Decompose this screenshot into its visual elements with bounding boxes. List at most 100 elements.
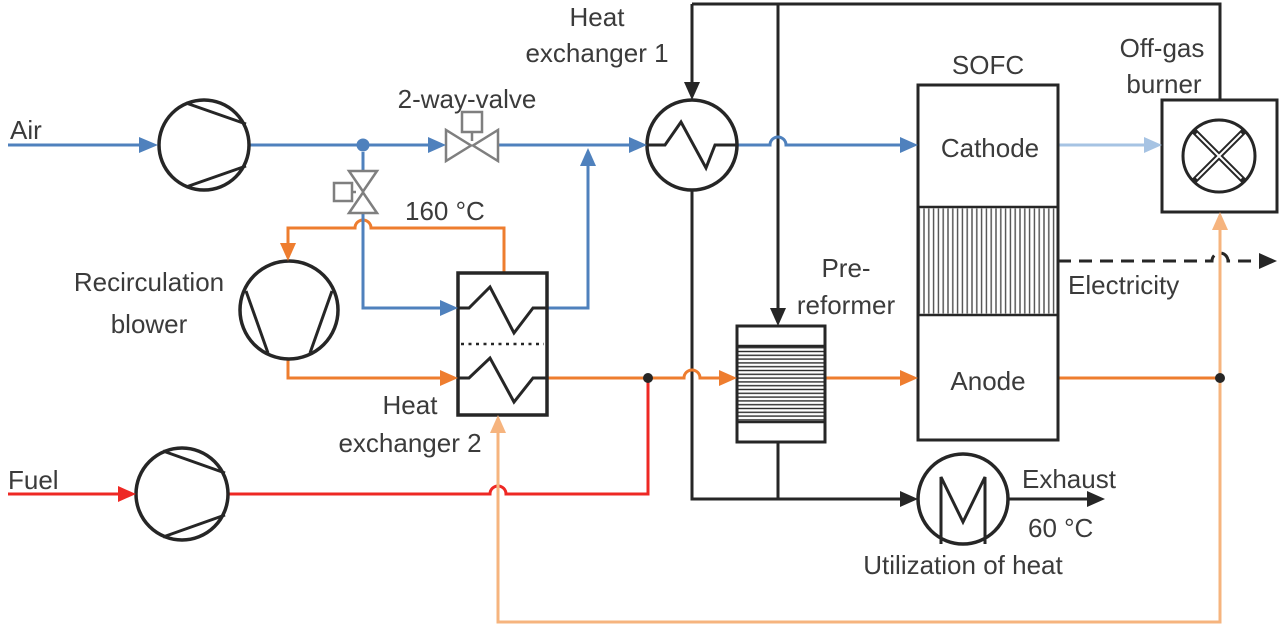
label-prereformer-line2: reformer xyxy=(797,290,896,320)
recirculation-blower-body xyxy=(238,259,340,361)
label-electricity: Electricity xyxy=(1068,270,1179,300)
label-offgas-line2: burner xyxy=(1126,69,1201,99)
label-recirc-line2: blower xyxy=(111,309,188,339)
arrow-into-burner-left xyxy=(1144,137,1162,153)
burner-cross-inner xyxy=(1195,132,1243,180)
fuel-blower xyxy=(134,446,230,542)
arrow-into-anode xyxy=(900,370,918,386)
offgas-burner xyxy=(1160,98,1279,214)
heat-exchanger-2 xyxy=(456,271,549,417)
heat-utilization-unit xyxy=(916,452,1010,546)
label-recirc-line1: Recirculation xyxy=(74,267,224,297)
arrow-exhaust-out xyxy=(1087,491,1105,507)
recirc-blower-to-hx2-line xyxy=(286,359,440,380)
anode-offgas-junction-dot xyxy=(1215,373,1225,383)
bypass-valve-to-hx2-line xyxy=(361,213,440,310)
prereformer-hatch-borders xyxy=(737,344,825,424)
hx1-zigzag xyxy=(647,119,737,172)
recirculation-return-line xyxy=(496,378,1222,624)
label-anode: Anode xyxy=(950,366,1025,396)
air-junction-dot xyxy=(356,138,370,152)
arrow-into-hx1-top xyxy=(684,82,700,100)
arrow-into-2way-valve xyxy=(428,137,446,153)
prereformer-catalyst-hatch xyxy=(738,346,824,422)
hx2-bypass-return-line xyxy=(547,166,590,310)
air-blower-vanes xyxy=(185,101,247,189)
arrow-electricity-out xyxy=(1259,253,1277,269)
labels: Air Fuel 2-way-valve Heat exchanger 1 16… xyxy=(8,2,1204,580)
two-way-valve-left-triangle xyxy=(444,127,474,164)
electricity-dashed-line xyxy=(1058,251,1259,263)
label-hx1-line1: Heat xyxy=(570,2,626,32)
label-offgas-line1: Off-gas xyxy=(1120,33,1205,63)
arrow-into-hx2-air xyxy=(440,300,458,316)
bypass-valve-actuator xyxy=(332,181,354,203)
label-utilization: Utilization of heat xyxy=(863,550,1063,580)
anode-loop-arrows xyxy=(280,243,918,386)
label-sofc: SOFC xyxy=(952,50,1024,80)
arrow-into-recirc-blower xyxy=(280,243,296,261)
label-hx1-line2: exchanger 1 xyxy=(525,38,668,68)
two-way-valve-right-triangle xyxy=(470,127,500,164)
arrow-into-prereformer xyxy=(719,370,737,386)
bypass-valve-bottom-triangle xyxy=(346,190,380,215)
arrow-into-cathode xyxy=(900,137,918,153)
sofc-electrolyte-hatch xyxy=(919,208,1057,314)
return-loop-arrows xyxy=(490,212,1228,433)
label-160c: 160 °C xyxy=(405,196,485,226)
utilization-m-symbol xyxy=(939,476,987,544)
fuel-mix-junction-dot xyxy=(643,373,653,383)
label-2way-valve: 2-way-valve xyxy=(398,84,537,114)
fuel-blower-vanes xyxy=(162,449,226,539)
cathode-offgas-arrows xyxy=(1144,137,1162,153)
bypass-valve-top-triangle xyxy=(346,169,380,194)
hx2-to-recirc-blower-line xyxy=(286,218,506,273)
arrow-into-burner-bottom xyxy=(1212,212,1228,230)
recirculation-blower xyxy=(238,259,340,361)
label-hx2-line2: exchanger 2 xyxy=(338,428,481,458)
fuel-blower-body xyxy=(134,446,230,542)
arrow-bypass-rejoin-up xyxy=(580,148,596,166)
label-fuel: Fuel xyxy=(8,465,59,495)
hx1-to-utilization-line xyxy=(690,190,900,501)
arrow-into-hx1 xyxy=(629,137,647,153)
arrow-into-prereformer-top xyxy=(770,308,786,326)
offgas-lines xyxy=(690,2,1259,501)
hx2-zigzag-fuel xyxy=(458,355,547,405)
utilization-body xyxy=(916,452,1010,546)
recirculation-blower-vanes xyxy=(244,290,334,354)
two-way-valve xyxy=(444,110,500,164)
label-air: Air xyxy=(10,115,42,145)
valves xyxy=(332,110,500,215)
arrow-into-utilization xyxy=(900,491,918,507)
label-prereformer-line1: Pre- xyxy=(821,253,870,283)
offgas-arrows xyxy=(643,82,1277,507)
air-blower-body xyxy=(157,98,251,192)
sofc-stack xyxy=(916,83,1060,442)
label-60c: 60 °C xyxy=(1028,513,1093,543)
arrow-air-inlet xyxy=(139,137,158,153)
air-arrows xyxy=(139,137,918,316)
air-lines xyxy=(8,135,900,310)
arrow-into-hx2-bottom xyxy=(490,415,506,433)
hx2-to-prereformer-line xyxy=(547,368,719,380)
pre-reformer xyxy=(735,324,827,444)
fuel-lines xyxy=(8,378,650,496)
arrow-fuel-inlet xyxy=(118,486,136,502)
hx2-zigzag-air xyxy=(458,284,547,336)
hx1-to-cathode-line xyxy=(737,135,900,147)
burner-to-top-header-line xyxy=(692,2,1222,100)
return-loop-lines xyxy=(496,228,1222,624)
air-blower xyxy=(157,98,251,192)
components xyxy=(134,83,1279,546)
arrow-into-hx2-fuel xyxy=(440,370,458,386)
fuel-arrows xyxy=(118,486,136,502)
label-exhaust: Exhaust xyxy=(1022,464,1117,494)
label-hx2-line1: Heat xyxy=(383,390,439,420)
bypass-valve xyxy=(332,169,380,215)
two-way-valve-actuator xyxy=(460,110,484,134)
hx2-body xyxy=(456,271,549,417)
heat-exchanger-1 xyxy=(645,98,739,192)
